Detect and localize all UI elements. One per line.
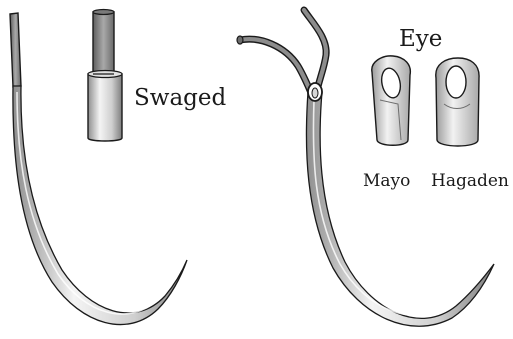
eyed-thread-cut-end	[237, 36, 243, 44]
swaged-suture-strand	[10, 13, 21, 87]
hagaden-eye-hole	[446, 66, 466, 98]
swaged-detail-sleeve	[88, 74, 122, 141]
hagaden-label: Hagaden	[431, 173, 509, 190]
eyed-needle-eye-inner	[312, 88, 318, 98]
swaged-detail	[88, 10, 122, 142]
swaged-detail-thread	[93, 12, 114, 74]
mayo-label: Mayo	[363, 173, 410, 190]
hagaden-eye-detail	[436, 58, 479, 146]
eye-label: Eye	[399, 28, 442, 51]
mayo-eye-detail	[372, 56, 411, 145]
swaged-label: Swaged	[134, 87, 226, 110]
swaged-detail-thread-end	[93, 10, 114, 15]
